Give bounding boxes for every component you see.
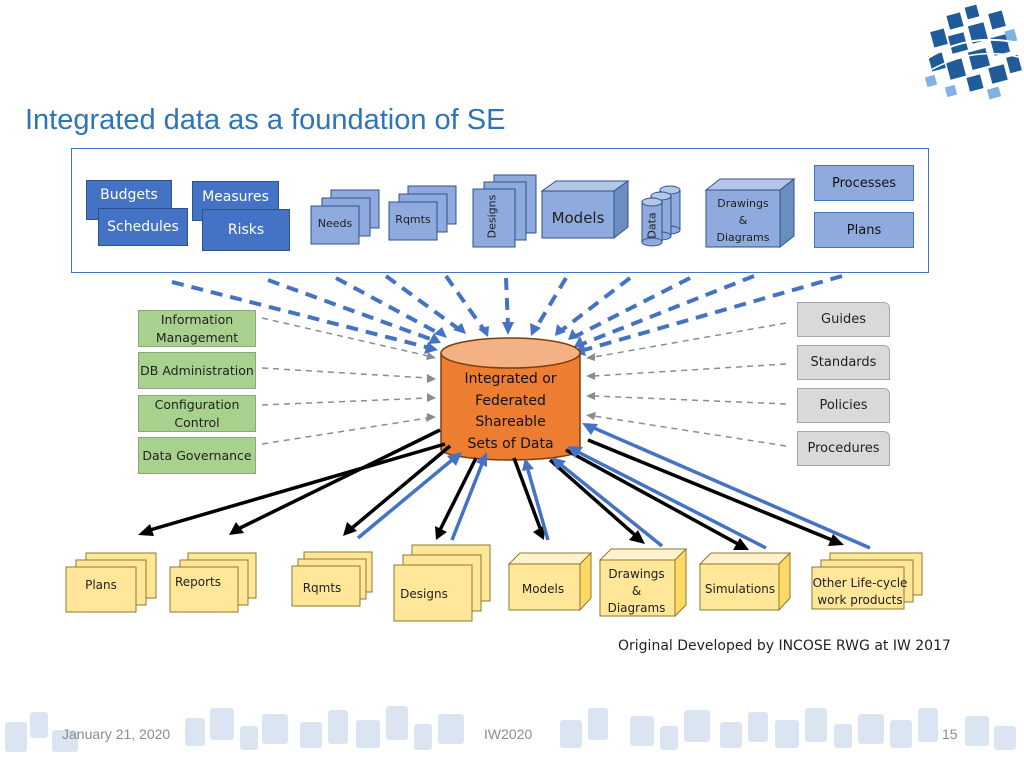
output-cubes [507,547,792,618]
side-arrows [261,317,787,447]
procedures-card: Procedures [797,431,890,466]
drawings-line-3: Diagrams [716,231,770,244]
rqmts-label: Rqmts [395,213,431,226]
standards-label: Standards [810,355,877,370]
schedules-card: Schedules [98,208,188,246]
policies-card: Policies [797,388,890,423]
footer-page-number: 15 [942,726,958,742]
logo-icon [921,4,1023,100]
procedures-label: Procedures [807,441,880,456]
models-label: Models [551,209,605,227]
data-governance-label: Data Governance [142,447,252,463]
center-line-2: Federated [475,392,546,409]
center-line-3: Shareable [475,414,546,430]
data-cylinders [641,185,681,247]
designs-label: Designs [485,194,499,239]
output-simulations-label: Simulations [704,582,776,596]
schedules-label: Schedules [107,219,179,235]
information-management-card: Information Management [138,310,256,347]
data-label: Data [645,212,659,239]
needs-label: Needs [317,217,353,230]
footer-event: IW2020 [484,726,533,742]
guides-label: Guides [821,312,866,327]
guides-card: Guides [797,302,890,337]
drawings-cube [704,177,796,249]
center-line-4: Sets of Data [467,435,554,452]
input-arrowheads [424,322,586,356]
drawings-line-2: & [738,214,748,227]
processes-label: Processes [831,175,897,191]
configuration-control-label: Configuration Control [154,396,240,430]
db-administration-label: DB Administration [140,362,254,378]
plans-label: Plans [846,222,882,238]
output-rqmts-label: Rqmts [302,581,342,595]
output-drawings-line-3: Diagrams [607,601,666,615]
center-line-1: Integrated or [464,371,557,387]
budgets-label: Budgets [100,187,158,203]
output-doc-stacks [65,544,923,622]
policies-label: Policies [819,398,868,413]
output-drawings-label: Drawings & Diagrams [600,566,673,617]
output-lifecycle-line-2: work products [817,593,903,607]
output-plans-label: Plans [85,578,117,592]
configuration-control-card: Configuration Control [138,395,256,432]
footer-date: January 21, 2020 [62,726,171,742]
credit-text: Original Developed by INCOSE RWG at IW 2… [618,638,951,654]
feedback-arrows [356,426,871,550]
measures-label: Measures [202,189,269,205]
central-database-label: Integrated or Federated Shareable Sets o… [441,369,580,455]
information-management-label: Information Management [155,311,239,345]
footer-pattern [5,706,1016,752]
output-lifecycle-line-1: Other Life-cycle [812,576,908,590]
page-title: Integrated data as a foundation of SE [25,104,506,136]
drawings-label: Drawings & Diagrams [706,195,780,246]
central-database [440,337,581,461]
rqmts-doc-stack [388,185,457,241]
plans-card: Plans [814,212,914,248]
data-governance-card: Data Governance [138,437,256,474]
processes-card: Processes [814,165,914,201]
designs-doc-stack [472,174,537,248]
standards-card: Standards [797,345,890,380]
db-administration-card: DB Administration [138,352,256,389]
output-lifecycle-label: Other Life-cycle work products [808,575,912,609]
output-drawings-line-1: Drawings [608,567,665,581]
input-arrows [171,274,843,352]
models-cube [540,180,630,240]
drawings-line-1: Drawings [717,197,769,210]
risks-label: Risks [227,222,265,238]
output-designs-label: Designs [400,587,448,601]
output-drawings-line-2: & [631,584,642,598]
needs-doc-stack [310,189,380,245]
risks-card: Risks [202,209,290,251]
output-reports-label: Reports [174,575,222,589]
output-arrows [149,428,833,546]
output-models-label: Models [521,582,565,596]
